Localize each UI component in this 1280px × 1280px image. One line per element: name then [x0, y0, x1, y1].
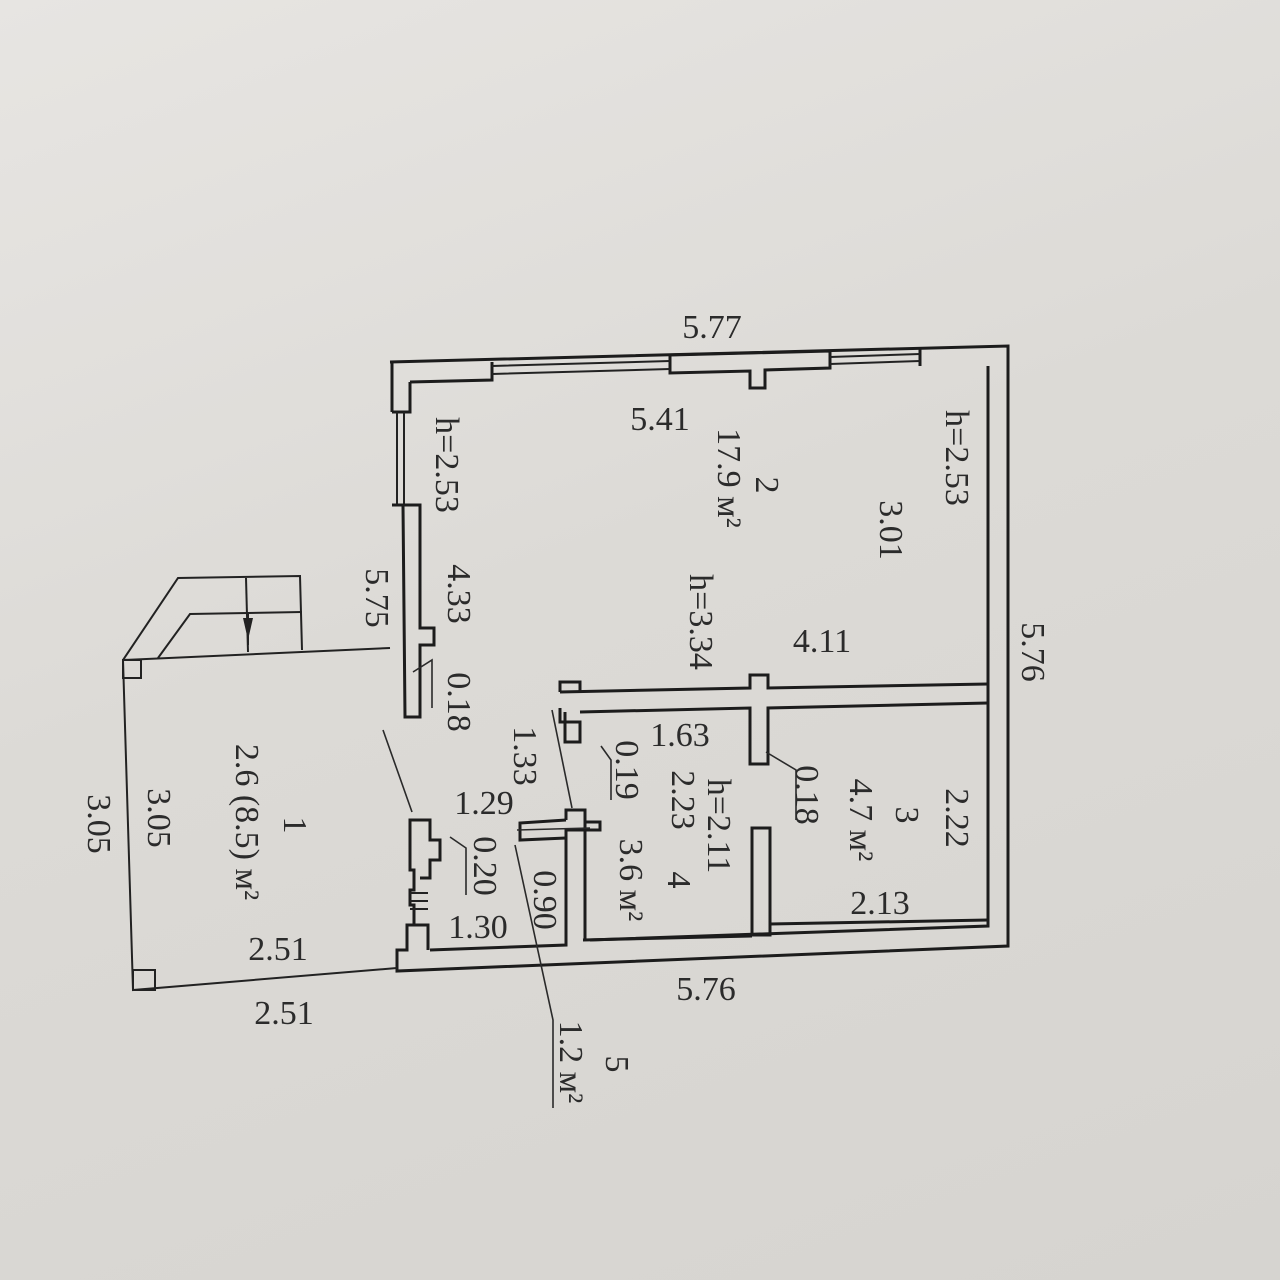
labels: 5.77 5.41 2 17.9 м² h=3.34 h=2.53 4.33 h…	[80, 309, 1051, 1103]
room3-dim-bottom: 2.13	[850, 885, 910, 922]
bottom-length-label: 5.76	[676, 971, 736, 1008]
room5-number: 5	[598, 1056, 635, 1073]
room4-area: 3.6 м²	[612, 839, 649, 922]
room4-height: h=2.11	[700, 779, 737, 873]
room2-dim-top: 5.41	[630, 401, 690, 438]
room2-dim-right: 3.01	[872, 500, 909, 560]
room5-dim-a: 1.29	[454, 785, 514, 822]
room3-area: 4.7 м²	[842, 779, 879, 862]
room2-height-left: h=2.53	[428, 417, 465, 513]
room3-wall-thickness: 0.18	[788, 765, 825, 825]
room1-number: 1	[276, 817, 313, 834]
room2-height-right: h=2.53	[938, 410, 975, 506]
room5-dim-d: 1.30	[448, 909, 508, 946]
room4-number: 4	[660, 872, 697, 889]
room1-dim-outer-bottom: 2.51	[254, 995, 314, 1032]
room3-number: 3	[888, 807, 925, 824]
balcony	[122, 574, 398, 992]
left-length-label: 5.75	[358, 568, 395, 628]
room1-area: 2.6 (8.5) м²	[228, 744, 265, 900]
room2-height: h=3.34	[682, 574, 719, 670]
room4-wall-thickness: 0.19	[608, 740, 645, 800]
room3-dim-right: 2.22	[938, 788, 975, 848]
room5-dim-b: 1.33	[506, 726, 543, 786]
room2-dim-left: 4.33	[440, 564, 477, 624]
top-length-label: 5.77	[682, 309, 742, 346]
room5-wall-thickness: 0.20	[466, 836, 503, 896]
room4-dim-side: 2.23	[664, 770, 701, 830]
interior-walls	[518, 673, 989, 942]
right-length-label: 5.76	[1014, 622, 1051, 682]
outer-walls	[389, 344, 1010, 973]
room2-dim-bottom: 4.11	[793, 623, 851, 660]
leader-lines	[382, 658, 797, 1108]
room2-area: 17.9 м²	[710, 428, 747, 528]
room1-dim-inner-bottom: 2.51	[248, 931, 308, 968]
room5-dim-c: 0.90	[526, 870, 563, 930]
room2-number: 2	[748, 477, 785, 494]
room4-dim-top: 1.63	[650, 717, 710, 754]
wall-thickness-main: 0.18	[440, 672, 477, 732]
stair-arrow-icon	[243, 618, 253, 640]
room1-dim-outer-left: 3.05	[80, 794, 117, 854]
room5-area: 1.2 м²	[552, 1021, 589, 1104]
room1-dim-inner-left: 3.05	[140, 788, 177, 848]
